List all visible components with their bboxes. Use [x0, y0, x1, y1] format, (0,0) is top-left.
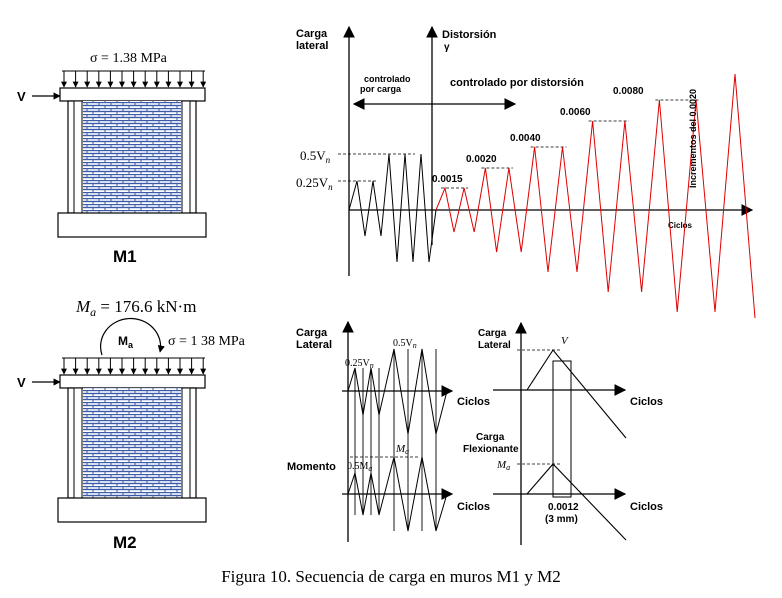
load-bending-schematic: Carga Lateral V Ciclos Ciclos Carga Flex…: [463, 321, 663, 545]
wall-label-m1: M1: [113, 247, 137, 266]
load-controlled-wave: [348, 153, 437, 263]
load-label-line2: Lateral: [296, 339, 332, 351]
load-envelope: [526, 349, 627, 439]
cycles-label-right-top: Ciclos: [630, 396, 663, 408]
right-load-label-line1: Carga: [478, 328, 507, 339]
moment-arc-m2: [99, 317, 165, 356]
load-controlled-label-line1: controlado: [364, 74, 411, 84]
level-025vn-label: 0.25Vn: [296, 175, 333, 192]
loading-history-chart: Carga lateral Distorsión γ Ciclos contro…: [296, 25, 756, 319]
foundation-m2: [57, 497, 207, 523]
masonry-m1: [83, 101, 181, 213]
load-wave: [347, 348, 448, 435]
drift-controlled-cycles: [435, 73, 756, 319]
x-axis-label: Ciclos: [668, 221, 693, 230]
label-05ma: 0.5Ma: [347, 461, 372, 473]
v-label-m1: V: [17, 89, 26, 104]
right-column-m1: [181, 100, 191, 214]
moment-arc-label: Ma: [118, 334, 134, 350]
load-cycles-wave: [347, 348, 448, 435]
moment-label: Momento: [287, 461, 336, 473]
moment-cycles-wave: [347, 456, 448, 532]
masonry-m2: [83, 388, 181, 498]
top-beam-m2: [59, 374, 206, 389]
drift-axis-label-line1: Distorsión: [442, 29, 497, 41]
wall-m1: V σ = 1.38 MPa M1: [17, 51, 207, 266]
right-load-label-line2: Lateral: [478, 340, 511, 351]
drift-level-label: 0.0020: [466, 154, 497, 165]
drift-level-label: 0.0080: [613, 86, 644, 97]
foundation-m1: [57, 212, 207, 238]
load-controlled-label-line2: por carga: [360, 84, 402, 94]
left-column-m1: [73, 100, 83, 214]
y-axis-label-line2: lateral: [296, 40, 328, 52]
cycle-peak-lines: [354, 349, 437, 531]
top-beam-m1: [59, 87, 206, 102]
drift-level-label: 0.0015: [432, 174, 463, 185]
drift-axis-label-line2: γ: [444, 42, 450, 53]
right-column-m2: [181, 387, 191, 499]
moment-value-label: Ma = 176.6 kN·m: [75, 297, 196, 319]
distributed-load-arrows-m2: [61, 358, 207, 375]
drift-mm-label: (3 mm): [545, 514, 578, 525]
cycles-label-load: Ciclos: [457, 396, 490, 408]
level-05vn-label: 0.5Vn: [300, 148, 331, 165]
label-ma: Ma: [395, 443, 409, 456]
figure-caption: Figura 10. Secuencia de carga en muros M…: [221, 567, 561, 586]
ma-label-right: Ma: [496, 459, 510, 472]
v-label-m2: V: [17, 375, 26, 390]
wall-m2: V Ma Ma = 176.6 kN·m σ = 1 38 MPa M2: [17, 297, 246, 552]
label-05vn: 0.5Vn: [393, 338, 417, 350]
load-label-line1: Carga: [296, 327, 328, 339]
drift-controlled-wave: [435, 73, 756, 319]
wall-label-m2: M2: [113, 533, 137, 552]
bending-label-line1: Carga: [476, 432, 505, 443]
sigma-label-m1: σ = 1.38 MPa: [90, 51, 168, 66]
v-peak-label: V: [561, 335, 569, 347]
sigma-label-m2: σ = 1 38 MPa: [168, 334, 246, 349]
moment-wave: [347, 456, 448, 532]
drift-value-label: 0.0012: [548, 502, 579, 513]
bending-label-line2: Flexionante: [463, 444, 519, 455]
cycles-label-right-bottom: Ciclos: [630, 501, 663, 513]
drift-window-box: [552, 360, 572, 498]
load-controlled-cycles: [348, 153, 437, 263]
load-moment-chart: Carga Lateral Ciclos Ciclos Momento 0.25…: [287, 320, 490, 542]
cycles-label-moment: Ciclos: [457, 501, 490, 513]
drift-controlled-label: controlado por distorsión: [450, 77, 584, 89]
increments-note: Incrementos del 0.0020: [688, 89, 698, 188]
drift-level-label: 0.0060: [560, 107, 591, 118]
label-025vn: 0.25Vn: [345, 358, 374, 370]
y-axis-label-line1: Carga: [296, 28, 328, 40]
drift-level-label: 0.0040: [510, 133, 541, 144]
left-column-m2: [73, 387, 83, 499]
distributed-load-arrows-m1: [61, 71, 207, 88]
